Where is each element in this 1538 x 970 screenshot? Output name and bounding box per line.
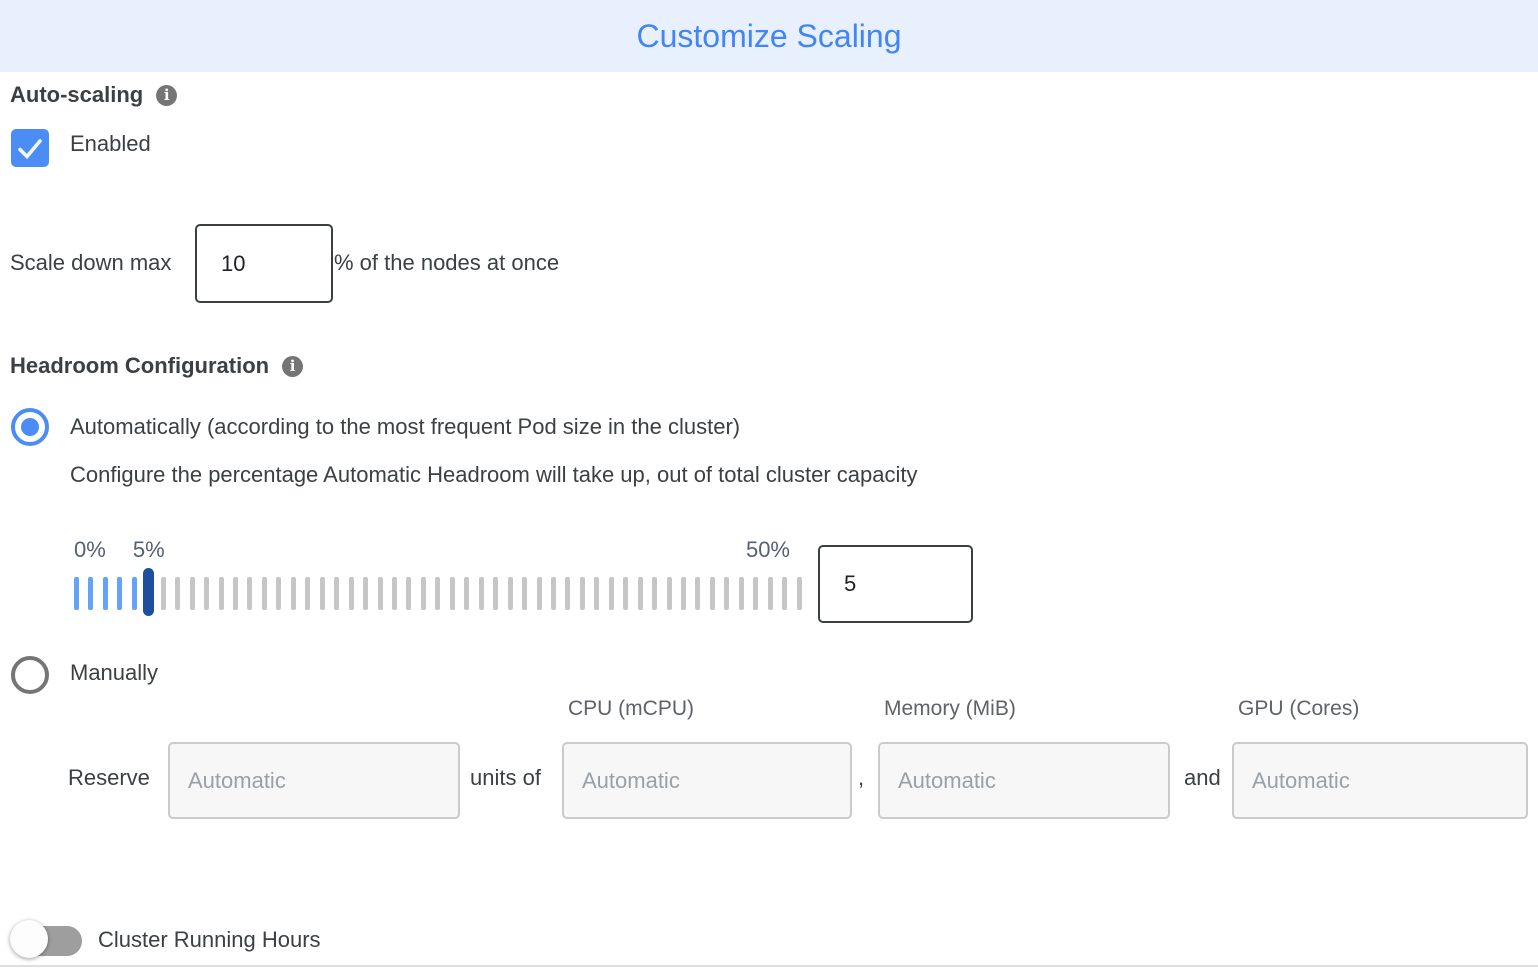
- reserve-units-input[interactable]: [168, 742, 460, 819]
- slider-tick[interactable]: [189, 577, 195, 610]
- slider-tick[interactable]: [796, 577, 802, 610]
- info-icon[interactable]: i: [156, 84, 178, 106]
- slider-tick[interactable]: [709, 577, 715, 610]
- slider-tick[interactable]: [160, 577, 166, 610]
- units-of-label: units of: [470, 765, 541, 790]
- slider-tick[interactable]: [175, 577, 181, 610]
- slider-tick[interactable]: [406, 577, 412, 610]
- headroom-auto-radio[interactable]: [11, 408, 49, 446]
- slider-tick[interactable]: [550, 577, 556, 610]
- headroom-auto-label[interactable]: Automatically (according to the most fre…: [70, 414, 741, 439]
- cluster-running-hours-toggle[interactable]: [10, 918, 90, 962]
- autoscaling-title-row: Auto-scaling i: [10, 82, 178, 108]
- headroom-slider-ticks: [74, 577, 802, 610]
- slider-tick[interactable]: [74, 577, 79, 610]
- slider-tick[interactable]: [305, 577, 311, 610]
- autoscaling-enabled-label[interactable]: Enabled: [70, 131, 151, 156]
- slider-tick[interactable]: [88, 577, 94, 610]
- autoscaling-label: Auto-scaling: [10, 82, 144, 107]
- slider-tick[interactable]: [435, 577, 441, 610]
- slider-tick[interactable]: [594, 577, 600, 610]
- slider-tick[interactable]: [276, 577, 282, 610]
- slider-tick[interactable]: [724, 577, 730, 610]
- slider-tick[interactable]: [420, 577, 426, 610]
- bottom-divider: [0, 965, 1538, 967]
- slider-tick[interactable]: [536, 577, 542, 610]
- reserve-memory-input[interactable]: [878, 742, 1170, 819]
- slider-tick[interactable]: [478, 577, 484, 610]
- slider-tick[interactable]: [117, 577, 123, 610]
- slider-tick[interactable]: [522, 577, 528, 610]
- separator-comma: ,: [858, 765, 865, 790]
- slider-tick[interactable]: [131, 577, 137, 610]
- column-header-gpu: GPU (Cores): [1238, 697, 1360, 720]
- slider-tick[interactable]: [319, 577, 325, 610]
- slider-tick[interactable]: [579, 577, 585, 610]
- slider-tick[interactable]: [348, 577, 354, 610]
- slider-tick[interactable]: [695, 577, 701, 610]
- slider-tick[interactable]: [666, 577, 672, 610]
- column-header-cpu: CPU (mCPU): [568, 697, 694, 720]
- headroom-auto-description: Configure the percentage Automatic Headr…: [70, 462, 918, 487]
- slider-tick[interactable]: [608, 577, 614, 610]
- autoscaling-enabled-checkbox[interactable]: [11, 129, 49, 167]
- slider-tick[interactable]: [363, 577, 369, 610]
- slider-tick[interactable]: [753, 577, 759, 610]
- slider-tick[interactable]: [652, 577, 658, 610]
- scale-down-suffix: % of the nodes at once: [334, 250, 560, 275]
- slider-tick[interactable]: [261, 577, 267, 610]
- slider-tick[interactable]: [218, 577, 224, 610]
- scale-down-prefix: Scale down max: [10, 250, 172, 275]
- slider-tick[interactable]: [204, 577, 210, 610]
- headroom-manual-radio[interactable]: [11, 656, 49, 694]
- cluster-running-hours-label[interactable]: Cluster Running Hours: [98, 927, 321, 952]
- slider-tick[interactable]: [449, 577, 455, 610]
- headroom-label: Headroom Configuration: [10, 353, 270, 378]
- headroom-slider-handle[interactable]: [143, 568, 155, 616]
- reserve-gpu-input[interactable]: [1232, 742, 1528, 819]
- slider-tick[interactable]: [232, 577, 238, 610]
- slider-tick[interactable]: [102, 577, 108, 610]
- and-label: and: [1184, 765, 1221, 790]
- slider-tick[interactable]: [565, 577, 571, 610]
- headroom-percentage-slider: 0% 5% 50%: [74, 536, 974, 628]
- page-title: Customize Scaling: [636, 18, 902, 54]
- slider-start-label: 0%: [74, 537, 106, 562]
- slider-tick[interactable]: [637, 577, 643, 610]
- scale-down-max-input[interactable]: [195, 224, 333, 303]
- slider-tick[interactable]: [464, 577, 470, 610]
- column-header-memory: Memory (MiB): [884, 697, 1016, 720]
- slider-tick[interactable]: [334, 577, 340, 610]
- toggle-knob: [10, 920, 48, 958]
- slider-tick[interactable]: [377, 577, 383, 610]
- panel-header: Customize Scaling: [0, 0, 1538, 72]
- slider-tick[interactable]: [681, 577, 687, 610]
- slider-tick[interactable]: [391, 577, 397, 610]
- slider-tick[interactable]: [493, 577, 499, 610]
- slider-tick[interactable]: [290, 577, 296, 610]
- slider-tick[interactable]: [767, 577, 773, 610]
- reserve-cpu-input[interactable]: [562, 742, 852, 819]
- headroom-manual-label[interactable]: Manually: [70, 660, 159, 685]
- slider-end-label: 50%: [745, 537, 790, 562]
- info-icon[interactable]: i: [282, 355, 304, 377]
- slider-tick[interactable]: [247, 577, 253, 610]
- check-icon: [18, 139, 42, 160]
- headroom-percentage-input[interactable]: [818, 545, 973, 623]
- slider-tick[interactable]: [507, 577, 513, 610]
- slider-tick[interactable]: [782, 577, 788, 610]
- slider-handle-label: 5%: [132, 537, 165, 562]
- slider-tick[interactable]: [738, 577, 744, 610]
- reserve-label: Reserve: [68, 765, 150, 790]
- headroom-title-row: Headroom Configuration i: [10, 353, 304, 379]
- slider-tick[interactable]: [623, 577, 629, 610]
